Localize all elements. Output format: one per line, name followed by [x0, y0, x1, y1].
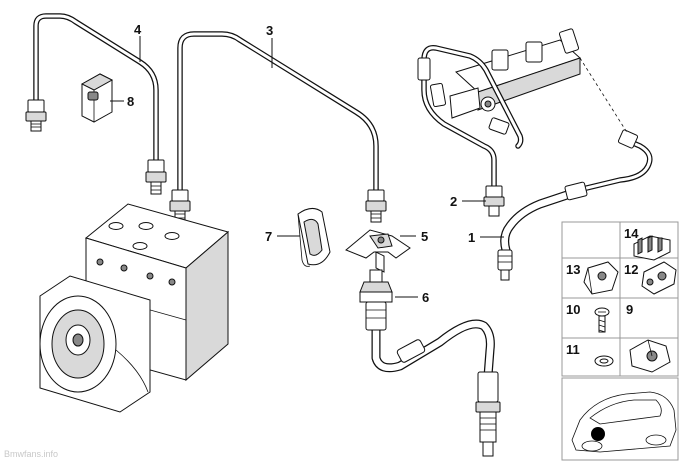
callout-14: 14 — [624, 226, 639, 241]
watermark: Bmwfans.info — [4, 449, 58, 459]
callout-10: 10 — [566, 302, 580, 317]
callout-13: 13 — [566, 262, 580, 277]
washer-11 — [594, 355, 614, 367]
callout-11: 11 — [566, 342, 580, 357]
grommet-8 — [80, 73, 114, 123]
callout-9: 9 — [626, 302, 633, 317]
callout-7: 7 — [265, 229, 272, 244]
clip-12 — [641, 261, 677, 295]
callout-1: 1 — [468, 230, 475, 245]
multi-clip-14 — [633, 235, 671, 261]
brake-line-1 — [497, 57, 653, 281]
abs-hydraulic-unit — [39, 203, 230, 413]
callout-12: 12 — [624, 262, 638, 277]
brake-hose-6 — [359, 269, 501, 457]
brake-pipe-4 — [25, 13, 167, 195]
location-marker-icon — [591, 427, 605, 441]
brake-pipe-3 — [169, 31, 387, 223]
callout-2: 2 — [450, 194, 457, 209]
master-cylinder — [449, 28, 581, 135]
brake-pipe-2 — [417, 45, 524, 217]
screw-10 — [594, 307, 610, 333]
small-parts-panel — [561, 221, 679, 377]
callout-6: 6 — [422, 290, 429, 305]
vehicle-locator — [561, 377, 679, 461]
callout-8: 8 — [127, 94, 134, 109]
clip-13 — [583, 261, 619, 295]
clip-9 — [629, 339, 671, 373]
clip-7 — [297, 208, 331, 267]
callout-5: 5 — [421, 229, 428, 244]
callout-3: 3 — [266, 23, 273, 38]
callout-4: 4 — [134, 22, 142, 37]
bracket-5 — [345, 229, 411, 273]
